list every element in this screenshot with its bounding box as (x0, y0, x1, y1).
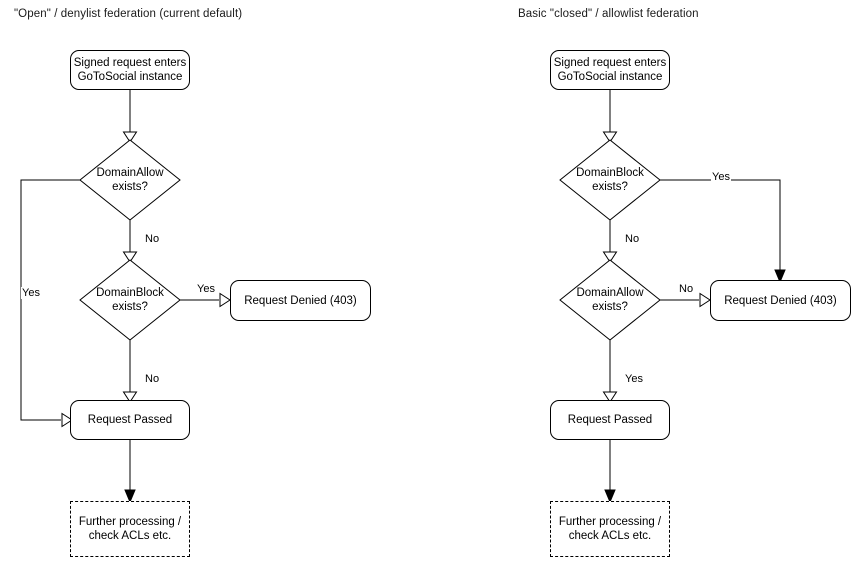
edge-label-domainblock-yes-right: Yes (711, 171, 731, 183)
panel-title-open: "Open" / denylist federation (current de… (14, 8, 243, 20)
node-further-processing-right[interactable]: Further processing / check ACLs etc. (550, 501, 670, 557)
edge-label-domainallow-no-right: No (678, 283, 695, 295)
diamond-shape (79, 139, 181, 221)
node-further-processing-right-line2: check ACLs etc. (568, 530, 652, 542)
edge-domainallow-yes-left (20, 179, 80, 421)
node-request-passed-left[interactable]: Request Passed (70, 400, 190, 440)
arrowhead-open (122, 251, 138, 263)
edge-label-domainallow-yes-left: Yes (21, 287, 41, 299)
node-domainblock-right-line2: exists? (592, 181, 628, 193)
node-request-denied-right-label: Request Denied (403) (724, 294, 837, 307)
node-domainblock-left[interactable]: DomainBlock exists? (79, 259, 181, 341)
node-entry-right-line2: GoToSocial instance (557, 71, 663, 83)
node-domainblock-left-line2: exists? (112, 301, 148, 313)
node-request-passed-right[interactable]: Request Passed (550, 400, 670, 440)
node-domainallow-left-line1: DomainAllow (96, 167, 164, 179)
node-request-denied-left[interactable]: Request Denied (403) (230, 280, 371, 321)
diamond-shape (559, 259, 661, 341)
node-further-processing-left-line1: Further processing / (78, 516, 182, 528)
node-entry-left[interactable]: Signed request enters GoToSocial instanc… (70, 50, 190, 90)
arrowhead-open (699, 292, 711, 308)
edge-label-domainallow-yes-right: Yes (624, 373, 644, 385)
arrowhead-open (61, 412, 73, 428)
edge-label-domainallow-no-left: No (144, 233, 161, 245)
node-domainblock-right[interactable]: DomainBlock exists? (559, 139, 661, 221)
arrowhead-solid (604, 489, 616, 504)
arrowhead-solid (124, 489, 136, 504)
node-entry-left-line2: GoToSocial instance (77, 71, 183, 83)
node-further-processing-right-line1: Further processing / (558, 516, 662, 528)
node-domainblock-left-line1: DomainBlock (96, 287, 164, 299)
diamond-shape (79, 259, 181, 341)
arrowhead-solid (774, 269, 786, 284)
node-further-processing-left[interactable]: Further processing / check ACLs etc. (70, 501, 190, 557)
arrowhead-open (122, 131, 138, 143)
node-domainblock-right-line1: DomainBlock (576, 167, 644, 179)
node-request-passed-right-label: Request Passed (567, 414, 653, 426)
panel-title-closed: Basic "closed" / allowlist federation (518, 8, 699, 20)
node-domainallow-right-line2: exists? (592, 301, 628, 313)
node-domainallow-right-line1: DomainAllow (576, 287, 644, 299)
arrowhead-open (602, 131, 618, 143)
diamond-shape (559, 139, 661, 221)
node-entry-right-line1: Signed request enters (553, 57, 667, 69)
node-domainallow-right[interactable]: DomainAllow exists? (559, 259, 661, 341)
node-further-processing-left-line2: check ACLs etc. (88, 530, 172, 542)
arrowhead-open (219, 292, 231, 308)
node-domainallow-left-line2: exists? (112, 181, 148, 193)
edge-domainblock-yes-right (660, 179, 781, 280)
arrowhead-open (602, 251, 618, 263)
node-request-denied-right[interactable]: Request Denied (403) (710, 280, 851, 321)
edge-label-domainblock-no-right: No (624, 233, 641, 245)
node-entry-right[interactable]: Signed request enters GoToSocial instanc… (550, 50, 670, 90)
edge-label-domainblock-yes-left: Yes (196, 283, 216, 295)
edge-label-domainblock-no-left: No (144, 373, 161, 385)
arrowhead-open (122, 391, 138, 403)
node-entry-left-line1: Signed request enters (73, 57, 187, 69)
node-domainallow-left[interactable]: DomainAllow exists? (79, 139, 181, 221)
node-request-denied-left-label: Request Denied (403) (244, 294, 357, 307)
node-request-passed-left-label: Request Passed (87, 414, 173, 426)
arrowhead-open (602, 391, 618, 403)
